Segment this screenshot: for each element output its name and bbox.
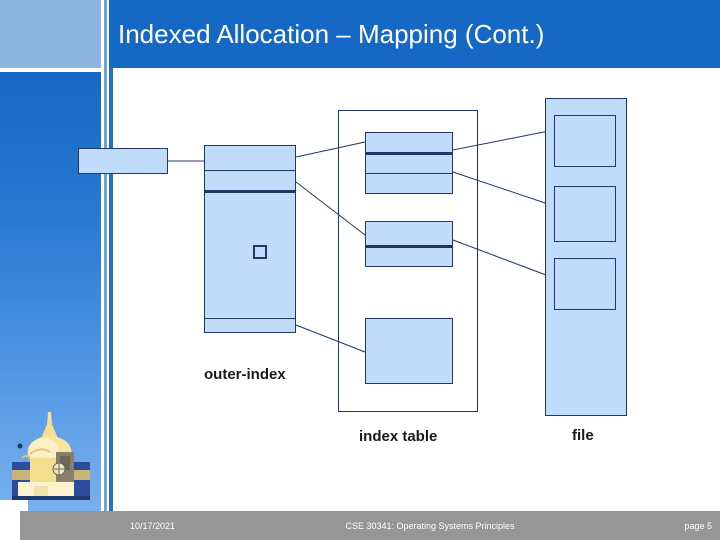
- outer-index-divider-2: [205, 190, 295, 193]
- sidebar-divider-horizontal: [0, 68, 113, 72]
- file-column: [545, 98, 627, 416]
- title-banner: [113, 0, 720, 68]
- index-group-2: [365, 221, 453, 267]
- outer-index-column: [204, 145, 296, 333]
- outer-index-label: outer-index: [204, 366, 286, 383]
- footer-date: 10/17/2021: [130, 521, 176, 531]
- outer-index-divider-3: [205, 318, 295, 319]
- sidebar-vertical-rule-light: [104, 0, 107, 511]
- footer-course: CSE 30341: Operating Systems Principles: [345, 521, 515, 531]
- sidebar-vertical-rule-dark: [109, 0, 113, 511]
- file-block-2: [554, 186, 616, 242]
- index-group-1-divider-2: [366, 173, 452, 174]
- page-title: Indexed Allocation – Mapping (Cont.): [118, 19, 545, 49]
- file-pointer-block: [78, 148, 168, 174]
- outer-index-divider-1: [205, 170, 295, 171]
- index-group-2-divider-1: [366, 245, 452, 248]
- index-group-1: [365, 132, 453, 194]
- golden-dome-logo-icon: [12, 412, 90, 500]
- sidebar-vertical-rule-dark-top: [109, 0, 113, 68]
- file-block-3: [554, 258, 616, 310]
- index-group-1-divider-1: [366, 152, 452, 155]
- file-block-1: [554, 115, 616, 167]
- index-table-label: index table: [359, 428, 438, 445]
- index-table-frame: [338, 110, 478, 412]
- footer-page-number: page 5: [684, 521, 712, 531]
- outer-index-continuation-glyph: [253, 245, 267, 259]
- sidebar-top-accent: [0, 0, 101, 68]
- footer-bar: [20, 511, 720, 540]
- index-group-3: [365, 318, 453, 384]
- file-label: file: [572, 427, 594, 444]
